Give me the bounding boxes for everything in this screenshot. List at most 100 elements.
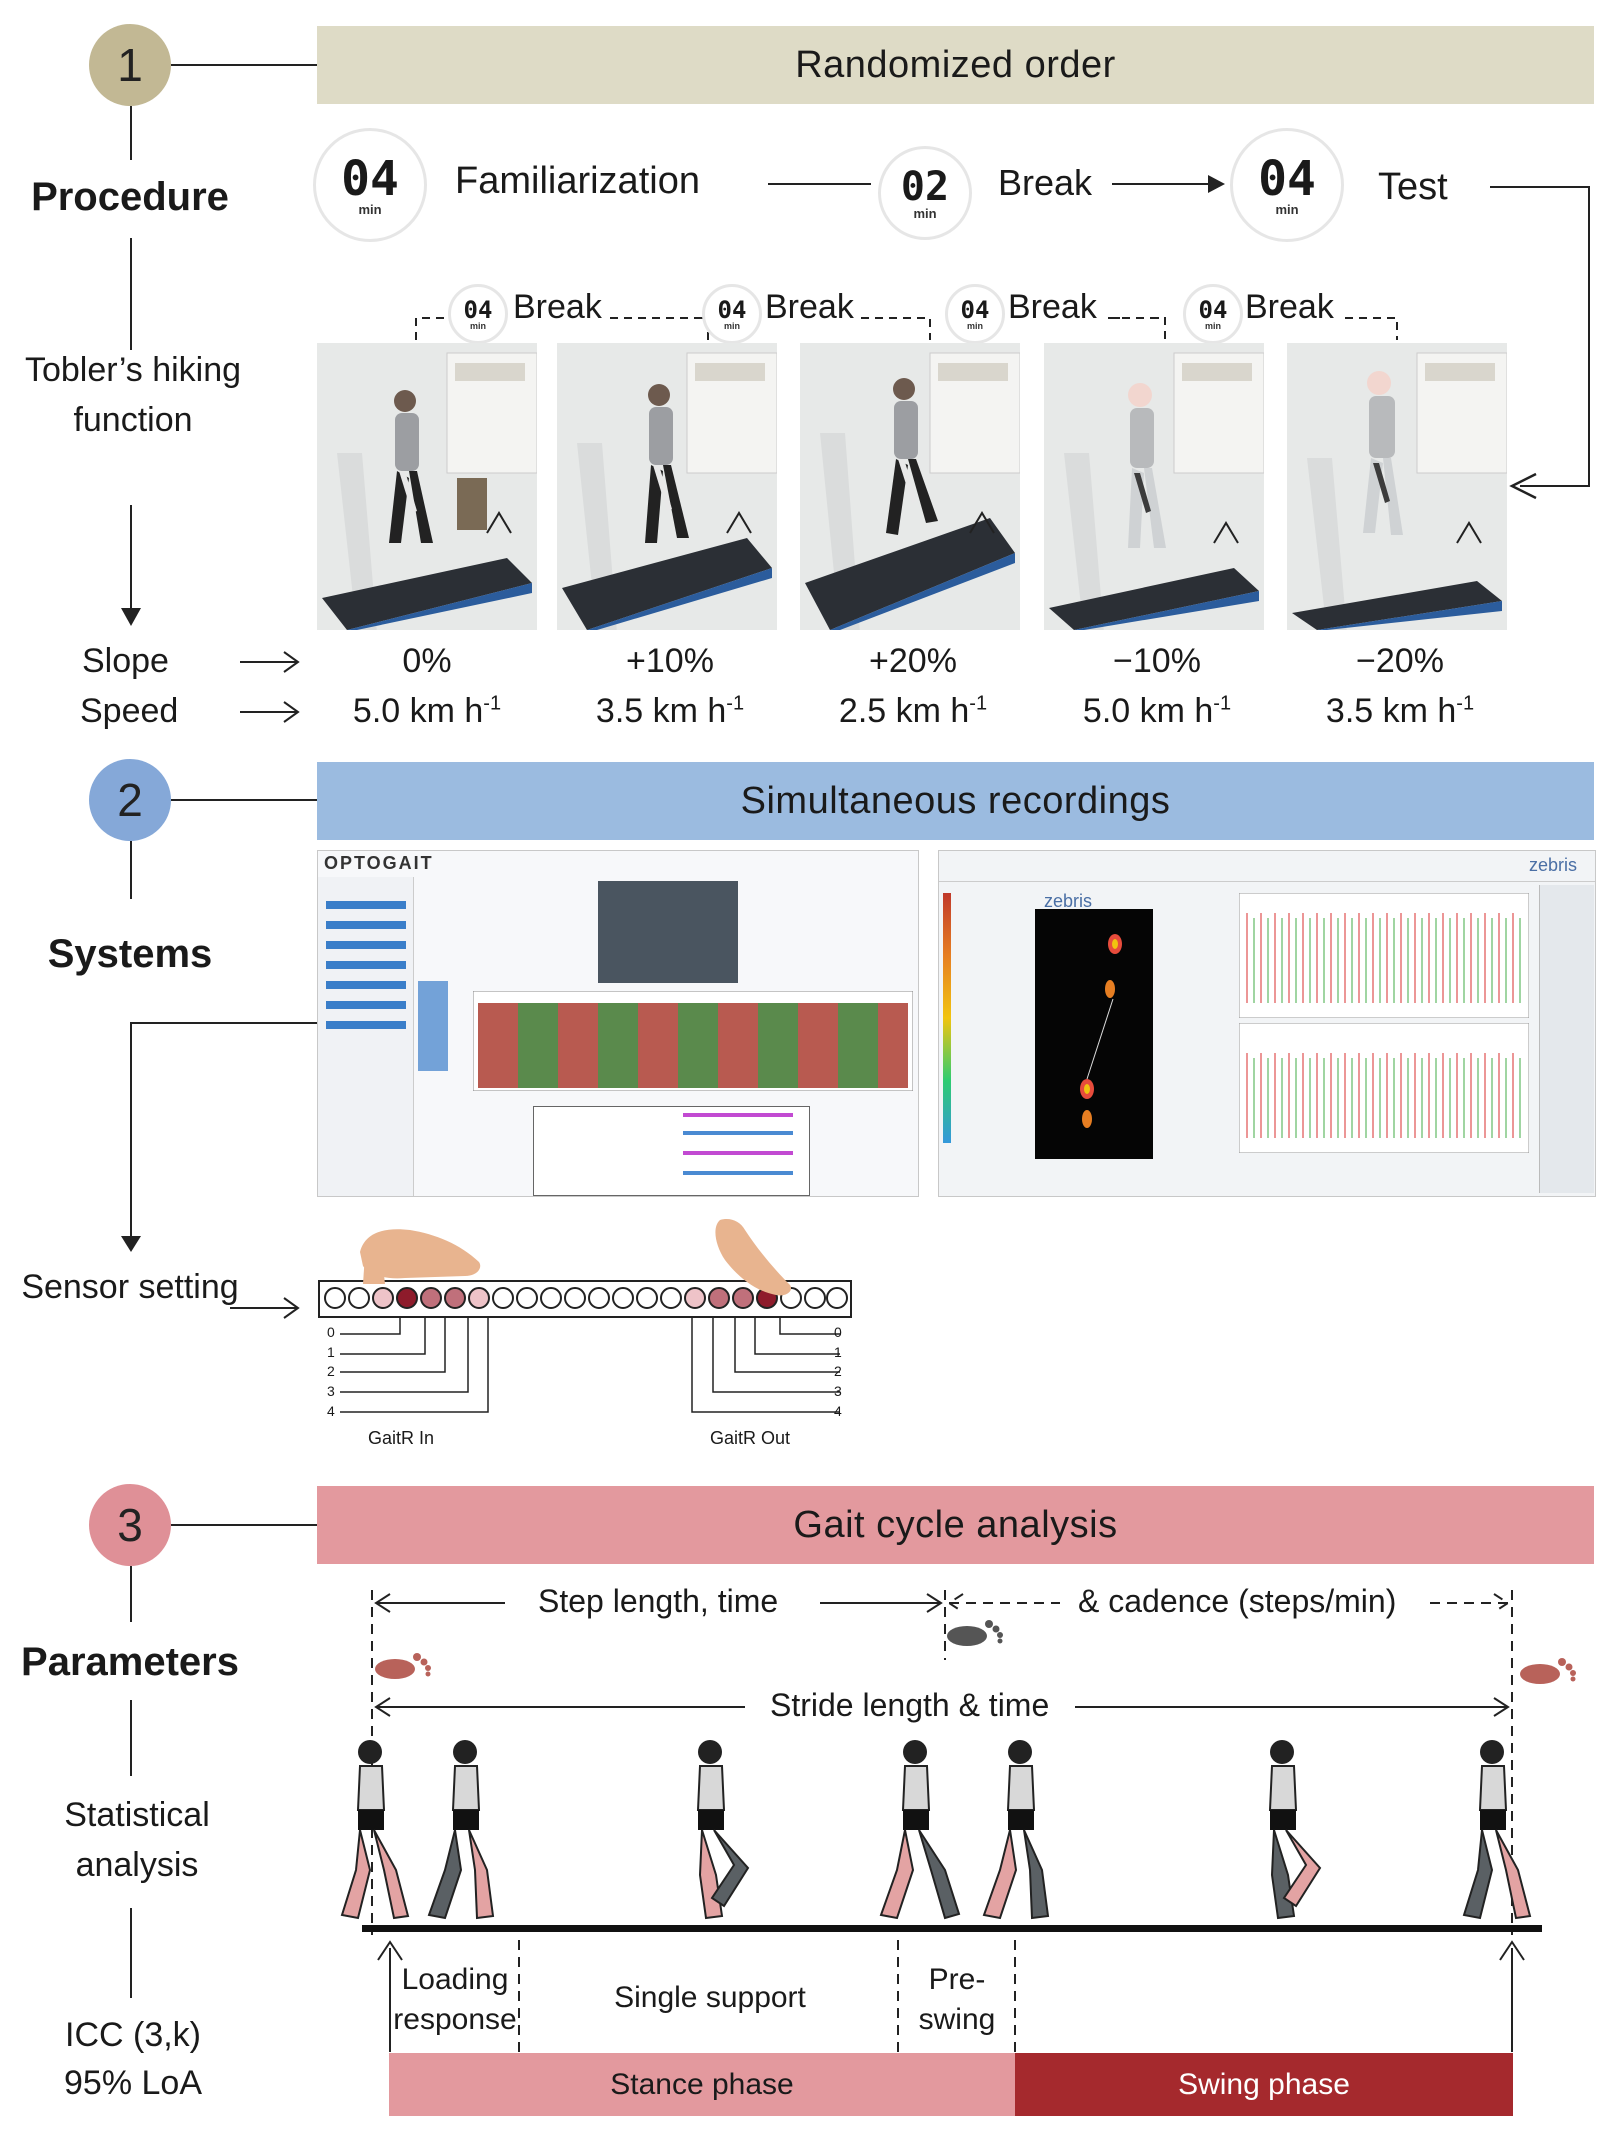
systems-line-down — [130, 1022, 132, 1240]
gaitr-in-label: GaitR In — [368, 1428, 435, 1448]
test-label: Test — [1378, 166, 1448, 208]
parameters-line-bottom — [130, 1908, 132, 1998]
timer-icon: 02 min — [878, 146, 972, 240]
gaitr-out-tick: 1 — [834, 1344, 842, 1360]
speed-arrow-icon — [240, 701, 300, 723]
optogait-logo: OPTOGAIT — [324, 853, 434, 873]
slope-row-label: Slope — [82, 642, 169, 680]
timer-icon: 04 min — [313, 128, 427, 242]
procedure-title: Procedure — [31, 175, 229, 219]
arrow-right-icon — [1208, 175, 1225, 193]
gaitr-in-tick: 0 — [327, 1324, 335, 1340]
speed-value: 5.0 km h-1 — [352, 692, 502, 730]
speed-value: 3.5 km h-1 — [595, 692, 745, 730]
slope-value: 0% — [402, 642, 452, 680]
procedure-line-mid — [130, 238, 132, 350]
swing-phase-bar: Swing phase — [1015, 2053, 1513, 2116]
test-loop-line-bottom — [1520, 485, 1590, 487]
gaitr-out-brackets — [691, 1316, 840, 1413]
gaitr-in-tick: 1 — [327, 1344, 335, 1360]
systems-connector — [130, 1022, 318, 1024]
treadmill-photo-2 — [557, 343, 777, 630]
break-label: Break — [998, 162, 1093, 203]
timer-icon: 04 min — [1183, 284, 1243, 344]
speed-value: 3.5 km h-1 — [1325, 692, 1475, 730]
procedure-line-bottom — [130, 505, 132, 615]
gaitr-out-tick: 3 — [834, 1383, 842, 1399]
sensor-arrow-icon — [230, 1297, 300, 1319]
procedure-arrow-down-icon — [121, 608, 141, 626]
familiarization-connector — [768, 183, 871, 185]
break-label: Break — [1245, 288, 1334, 326]
ground-line — [362, 1925, 1542, 1932]
single-support-label: Single support — [614, 1981, 806, 2014]
treadmill-photo-5 — [1287, 343, 1507, 630]
treadmill-photo-3 — [800, 343, 1020, 630]
step-badge-2: 2 — [89, 759, 171, 841]
optogait-screenshot: OPTOGAIT — [317, 850, 919, 1197]
break-label: Break — [1008, 288, 1097, 326]
timer-icon: 04 min — [1230, 128, 1344, 242]
slope-value: −10% — [1113, 642, 1201, 680]
zebris-screenshot: zebris zebris — [938, 850, 1596, 1197]
systems-line-top — [130, 841, 132, 899]
step-badge-3: 3 — [89, 1484, 171, 1566]
procedure-line-top — [130, 106, 132, 160]
left-foot-icon — [360, 1229, 481, 1284]
cadence-label: & cadence (steps/min) — [1078, 1583, 1397, 1619]
icc-label: ICC (3,k) — [65, 2016, 201, 2054]
timer-icon: 04 min — [702, 284, 762, 344]
randomized-order-band: Randomized order — [317, 26, 1594, 104]
break-label: Break — [765, 288, 854, 326]
zebris-logo: zebris — [1529, 855, 1578, 875]
slope-value: −20% — [1356, 642, 1444, 680]
gaitr-out-label: GaitR Out — [710, 1428, 791, 1448]
slope-arrow-icon — [240, 651, 300, 673]
treadmill-photo-1 — [317, 343, 537, 630]
step-length-label: Step length, time — [538, 1583, 779, 1619]
gaitr-in-tick: 2 — [327, 1363, 335, 1379]
parameters-title: Parameters — [21, 1640, 239, 1684]
familiarization-label: Familiarization — [455, 160, 700, 202]
simultaneous-recordings-band: Simultaneous recordings — [317, 762, 1594, 840]
parameters-line-mid — [130, 1700, 132, 1776]
loa-label: 95% LoA — [64, 2064, 202, 2102]
walking-figures — [340, 1740, 1532, 1920]
sensor-setting-label: Sensor setting — [21, 1268, 239, 1306]
gait-cycle-analysis-band: Gait cycle analysis — [317, 1486, 1594, 1564]
parameters-line-top — [130, 1566, 132, 1622]
arrow-left-icon — [1509, 472, 1537, 500]
gaitr-out-tick: 4 — [834, 1403, 842, 1419]
sensor-bar — [318, 1280, 852, 1318]
break-to-test-arrow — [1112, 183, 1212, 185]
pre-swing-label: Pre- swing — [918, 1963, 996, 2036]
gaitr-in-tick: 4 — [327, 1403, 335, 1419]
gaitr-in-tick: 3 — [327, 1383, 335, 1399]
loading-response-label: Loading response — [393, 1963, 517, 2036]
slope-value: +10% — [626, 642, 714, 680]
timer-icon: 04 min — [945, 284, 1005, 344]
footprint-icon — [947, 1620, 1003, 1646]
timer-icon: 04 min — [448, 284, 508, 344]
badge-3-connector — [171, 1524, 317, 1526]
right-foot-icon — [715, 1219, 792, 1296]
slope-value: +20% — [869, 642, 957, 680]
badge-2-connector — [171, 799, 317, 801]
zebris-inner-logo: zebris — [1044, 891, 1093, 911]
stance-phase-bar: Stance phase — [389, 2053, 1015, 2116]
gaitr-out-tick: 2 — [834, 1363, 842, 1379]
gaitr-out-tick: 0 — [834, 1324, 842, 1340]
footprint-icon — [1520, 1658, 1576, 1684]
speed-value: 2.5 km h-1 — [838, 692, 988, 730]
badge-1-connector — [171, 64, 317, 66]
speed-value: 5.0 km h-1 — [1082, 692, 1232, 730]
toblers-function-label: Tobler’s hiking function — [24, 351, 242, 439]
test-loop-line-top — [1490, 186, 1590, 188]
footprint-icon — [375, 1653, 431, 1679]
treadmill-photo-4 — [1044, 343, 1264, 630]
speed-row-label: Speed — [80, 692, 179, 730]
systems-title: Systems — [47, 932, 213, 976]
test-loop-line-right — [1588, 186, 1590, 486]
break-label: Break — [513, 288, 602, 326]
